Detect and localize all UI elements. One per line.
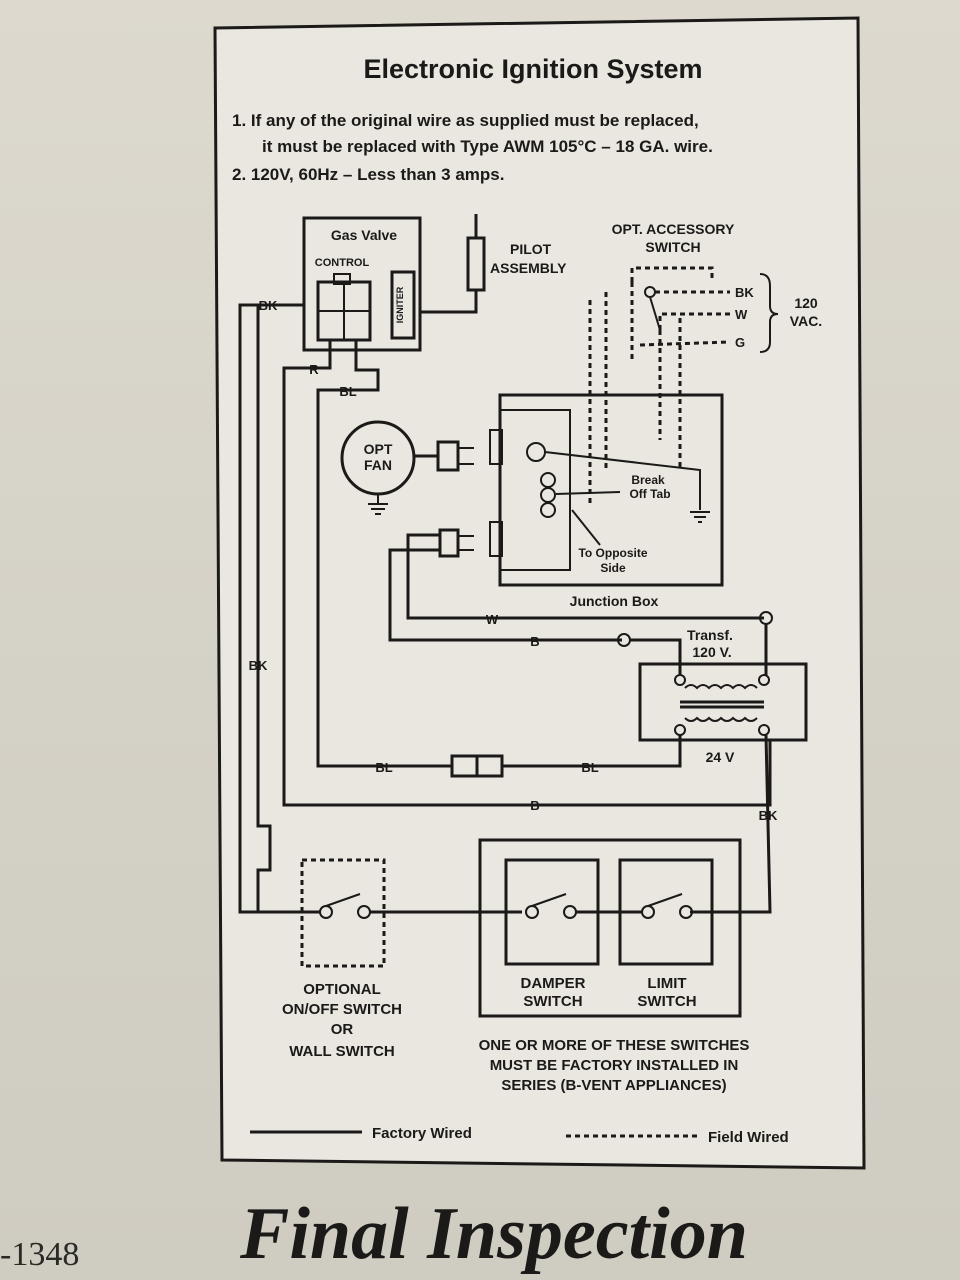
- wire-bl-label-left: BL: [375, 760, 392, 775]
- diagram-border: [213, 16, 866, 1170]
- break-off-label-2: Off Tab: [629, 487, 670, 501]
- igniter-label: IGNITER: [395, 286, 405, 323]
- section-heading: Final Inspection: [240, 1193, 748, 1275]
- onoff-label-1: OPTIONAL: [303, 981, 381, 998]
- limit-label-1: LIMIT: [647, 975, 686, 992]
- wire-w-transformer: W: [486, 612, 499, 627]
- opposite-side-label-1: To Opposite: [578, 546, 647, 560]
- transformer-24v: 24 V: [706, 749, 735, 765]
- wire-bk-main: [238, 303, 304, 914]
- limit-label-2: SWITCH: [637, 993, 696, 1010]
- page-number: -1348: [0, 1236, 80, 1273]
- fan-label-1: OPT: [364, 441, 393, 457]
- control-terminal-top: [333, 273, 351, 285]
- onoff-label-4: WALL SWITCH: [289, 1043, 395, 1060]
- series-switch-enclosure: [478, 838, 742, 1018]
- transformer-box: [638, 662, 808, 742]
- break-off-label-1: Break: [631, 473, 665, 487]
- diagram-title: Electronic Ignition System: [363, 54, 702, 84]
- junction-box-label: Junction Box: [570, 593, 659, 609]
- gas-valve-label: Gas Valve: [331, 227, 397, 243]
- wire-bk-label-top: BK: [259, 298, 278, 313]
- igniter-block: [390, 270, 416, 340]
- wire-bl-label-top: BL: [339, 384, 356, 399]
- fan-label-2: FAN: [364, 457, 392, 473]
- wire-bk-return: [690, 734, 772, 914]
- vac-label-1: 120: [794, 295, 818, 311]
- onoff-label-3: OR: [331, 1021, 354, 1038]
- wire-r-label: R: [309, 362, 319, 377]
- note-2: 2. 120V, 60Hz – Less than 3 amps.: [232, 165, 504, 184]
- wire-bk-accessory: BK: [735, 285, 754, 300]
- vac-label-2: VAC.: [790, 313, 822, 329]
- damper-label-2: SWITCH: [523, 993, 582, 1010]
- onoff-label-2: ON/OFF SWITCH: [282, 1001, 402, 1018]
- control-label: CONTROL: [315, 257, 370, 269]
- note-1-continued: it must be replaced with Type AWM 105°C …: [262, 137, 713, 156]
- limit-switch-box: [618, 858, 714, 966]
- series-note-2: MUST BE FACTORY INSTALLED IN: [490, 1057, 739, 1074]
- transformer-label-1: Transf.: [687, 627, 733, 643]
- wire-bl-label-right: BL: [581, 760, 598, 775]
- pilot-label-2: ASSEMBLY: [490, 260, 567, 276]
- fan-plug: [436, 440, 460, 472]
- wire-g-accessory: G: [735, 335, 745, 350]
- pilot-label-1: PILOT: [510, 241, 552, 257]
- opposite-side-label-2: Side: [600, 561, 626, 575]
- wire-r: [282, 340, 772, 807]
- accessory-switch-box: [630, 266, 714, 282]
- accessory-label-2: SWITCH: [645, 239, 700, 255]
- wire-bl: [316, 340, 452, 768]
- series-note-3: SERIES (B-VENT APPLIANCES): [501, 1077, 726, 1094]
- wire-b-bottom-label: B: [530, 798, 539, 813]
- legend-factory-label: Factory Wired: [372, 1125, 472, 1142]
- accessory-label-1: OPT. ACCESSORY: [612, 221, 735, 237]
- damper-label-1: DAMPER: [520, 975, 585, 992]
- legend-field-label: Field Wired: [708, 1129, 789, 1146]
- gas-valve-box: [302, 216, 422, 352]
- wire-bk-label-right: BK: [759, 808, 778, 823]
- vac-brace: [759, 273, 779, 353]
- junction-plug: [438, 528, 460, 558]
- transformer-label-2: 120 V.: [692, 644, 731, 660]
- note-1: 1. If any of the original wire as suppli…: [232, 111, 699, 130]
- wire-b-transformer: B: [530, 634, 539, 649]
- wire-w-accessory: W: [735, 307, 748, 322]
- series-note-1: ONE OR MORE OF THESE SWITCHES: [479, 1037, 750, 1054]
